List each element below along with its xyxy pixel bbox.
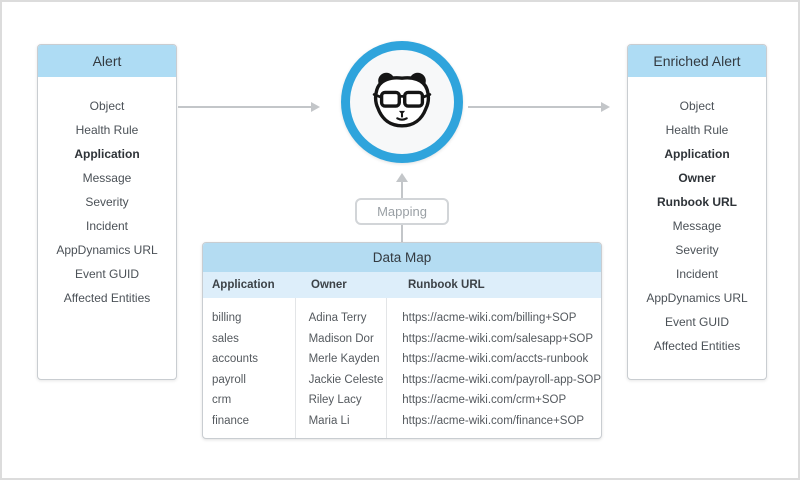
column-header-runbook-url: Runbook URL xyxy=(408,279,485,291)
alert-field-affected-entities: Affected Entities xyxy=(63,291,151,305)
table-cell: crm xyxy=(212,394,232,406)
enriched-field-application: Application xyxy=(664,147,730,161)
enriched-field-incident: Incident xyxy=(675,267,719,281)
application-column: billing sales accounts payroll crm finan… xyxy=(203,298,295,438)
enriched-field-event-guid: Event GUID xyxy=(664,315,730,329)
panda-glasses-icon xyxy=(372,72,432,128)
table-cell: Madison Dor xyxy=(308,332,374,345)
table-cell: accounts xyxy=(212,353,259,365)
table-cell: https://acme-wiki.com/accts-runbook xyxy=(402,353,589,365)
mapping-to-hub-line xyxy=(401,181,403,198)
table-cell: Jackie Celeste xyxy=(308,373,384,386)
hub-circle xyxy=(341,41,463,163)
table-cell: sales xyxy=(212,332,239,345)
data-map-table: Data Map Application Owner Runbook URL b… xyxy=(202,242,602,439)
runbook-url-column: https://acme-wiki.com/billing+SOP https:… xyxy=(386,298,601,438)
table-cell: Riley Lacy xyxy=(308,394,362,406)
alert-field-appdynamics-url: AppDynamics URL xyxy=(56,243,158,257)
data-map-column-headers: Application Owner Runbook URL xyxy=(203,272,601,298)
mapping-label: Mapping xyxy=(355,198,449,225)
owner-column: Adina Terry Madison Dor Merle Kayden Jac… xyxy=(294,298,387,438)
alert-field-severity: Severity xyxy=(85,195,129,209)
table-cell: https://acme-wiki.com/crm+SOP xyxy=(402,394,567,406)
table-cell: https://acme-wiki.com/billing+SOP xyxy=(402,312,577,324)
enriched-alert-panel-title: Enriched Alert xyxy=(628,45,766,77)
table-cell: Adina Terry xyxy=(308,312,367,324)
enriched-field-owner: Owner xyxy=(678,171,716,185)
enriched-field-health-rule: Health Rule xyxy=(665,123,729,137)
enriched-alert-panel-body: Object Health Rule Application Owner Run… xyxy=(628,77,766,358)
table-cell: https://acme-wiki.com/salesapp+SOP xyxy=(402,332,594,345)
alert-panel: Alert Object Health Rule Application Mes… xyxy=(37,44,177,380)
column-header-application: Application xyxy=(212,279,275,291)
mapping-to-hub-arrowhead xyxy=(396,173,408,182)
table-cell: payroll xyxy=(212,373,246,386)
table-cell: finance xyxy=(212,414,250,427)
table-cell: https://acme-wiki.com/payroll-app-SOP xyxy=(402,373,601,386)
enriched-field-severity: Severity xyxy=(675,243,719,257)
alert-field-health-rule: Health Rule xyxy=(75,123,139,137)
enriched-field-affected-entities: Affected Entities xyxy=(653,339,741,353)
data-map-title: Data Map xyxy=(203,243,601,272)
alert-field-message: Message xyxy=(82,171,132,185)
table-cell: Merle Kayden xyxy=(308,353,380,365)
enriched-field-message: Message xyxy=(672,219,722,233)
alert-field-object: Object xyxy=(89,99,125,113)
enriched-alert-panel: Enriched Alert Object Health Rule Applic… xyxy=(627,44,767,380)
table-cell: Maria Li xyxy=(308,414,350,427)
table-cell: billing xyxy=(212,312,242,324)
alert-field-incident: Incident xyxy=(85,219,129,233)
data-map-body: billing sales accounts payroll crm finan… xyxy=(203,298,601,438)
hub-to-enriched-arrow xyxy=(468,102,610,112)
enriched-field-appdynamics-url: AppDynamics URL xyxy=(646,291,748,305)
alert-panel-body: Object Health Rule Application Message S… xyxy=(38,77,176,310)
column-header-owner: Owner xyxy=(311,279,347,291)
enriched-field-runbook-url: Runbook URL xyxy=(657,195,737,209)
table-cell: https://acme-wiki.com/finance+SOP xyxy=(402,414,585,427)
enriched-field-object: Object xyxy=(679,99,715,113)
alert-field-application: Application xyxy=(74,147,140,161)
alert-panel-title: Alert xyxy=(38,45,176,77)
datamap-to-mapping-line xyxy=(401,225,403,242)
alert-field-event-guid: Event GUID xyxy=(74,267,140,281)
alert-to-hub-arrow xyxy=(178,102,320,112)
